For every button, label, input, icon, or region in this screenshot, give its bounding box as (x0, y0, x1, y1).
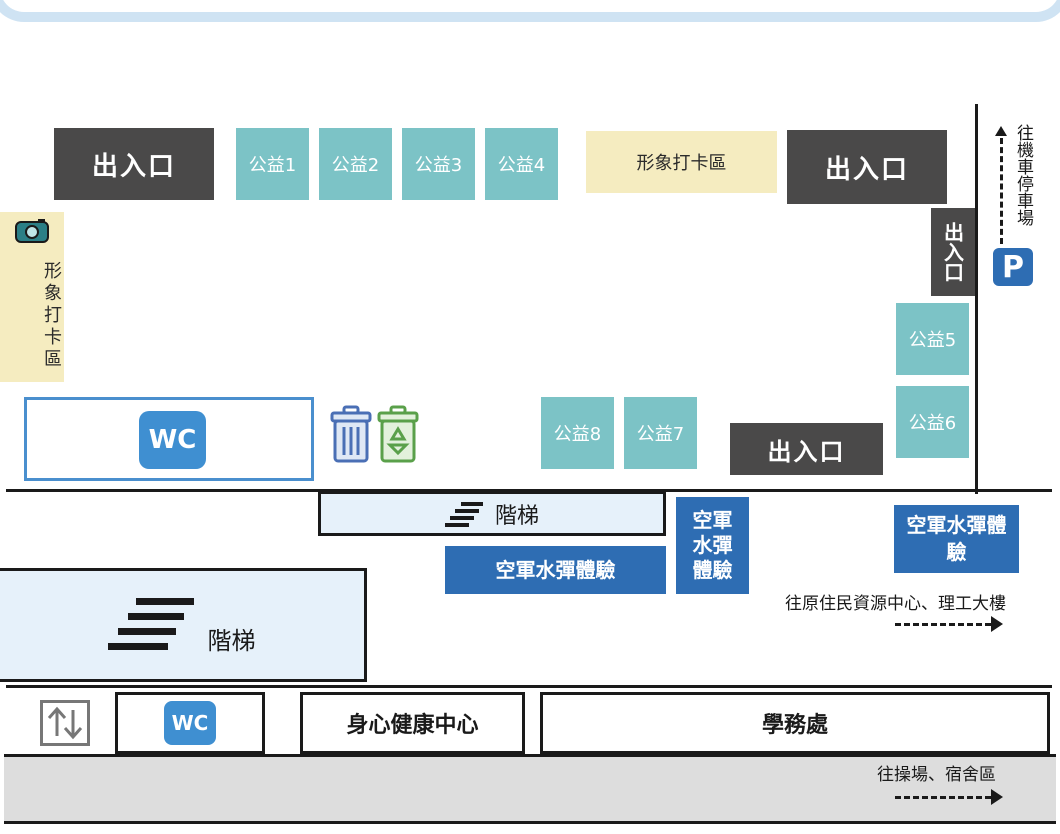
stairs-upper: 階梯 (318, 491, 666, 536)
top-frame (0, 0, 1060, 22)
water-rocket-right-label: 空軍水彈體驗 (906, 513, 1007, 564)
direction-south-arrow (895, 788, 1007, 806)
elevator-icon (40, 700, 90, 746)
right-wall-line (975, 104, 978, 494)
road-strip (4, 754, 1056, 824)
entrance-bottom-middle: 出入口 (730, 423, 883, 475)
charity-booth-8: 公益8 (541, 397, 614, 469)
charity-booth-3: 公益3 (402, 128, 475, 200)
water-rocket-right: 空軍水彈體驗 (894, 505, 1019, 573)
stairs-icon (444, 501, 485, 527)
charity-booth-4: 公益4 (485, 128, 558, 200)
restroom-lower-box: WC (115, 692, 265, 754)
walkway-line-lower (6, 685, 1052, 688)
charity-booth-7: 公益7 (624, 397, 697, 469)
stairs-lower-label: 階梯 (207, 626, 256, 655)
direction-east-label: 往原住民資源中心、理工大樓 (785, 594, 1006, 614)
stairs-upper-label: 階梯 (494, 503, 539, 529)
walkway-line-upper (6, 489, 1052, 492)
water-rocket-vertical-label: 空軍水彈體驗 (692, 508, 733, 582)
health-center: 身心健康中心 (300, 692, 525, 754)
charity-booth-6: 公益6 (896, 386, 969, 458)
parking-arrow (995, 126, 1007, 246)
trash-can-icon (329, 405, 373, 463)
photo-spot-top: 形象打卡區 (586, 131, 777, 193)
charity-booth-1: 公益1 (236, 128, 309, 200)
recycle-bin-icon (376, 405, 420, 463)
charity-booth-5: 公益5 (896, 303, 969, 375)
entrance-top-right: 出入口 (787, 130, 947, 204)
direction-south-label: 往操場、宿舍區 (877, 765, 996, 785)
direction-east-arrow (895, 615, 1007, 633)
parking-icon: P (993, 248, 1033, 286)
charity-booth-2: 公益2 (319, 128, 392, 200)
restroom-wc-lower: WC (164, 701, 216, 745)
restroom-wc-main: WC (139, 411, 206, 469)
photo-spot-left-label: 形象打卡區 (41, 261, 62, 371)
camera-icon (14, 218, 50, 244)
academic-affairs: 學務處 (540, 692, 1050, 754)
stairs-lower-icon (107, 598, 196, 652)
entrance-right-vertical: 出入口 (931, 208, 975, 296)
parking-label: 往機車停車場 (1013, 124, 1033, 226)
entrance-top-left: 出入口 (54, 128, 214, 200)
stairs-lower: 階梯 (0, 568, 367, 682)
water-rocket-vertical: 空軍水彈體驗 (676, 497, 749, 594)
water-rocket-wide: 空軍水彈體驗 (445, 546, 666, 594)
